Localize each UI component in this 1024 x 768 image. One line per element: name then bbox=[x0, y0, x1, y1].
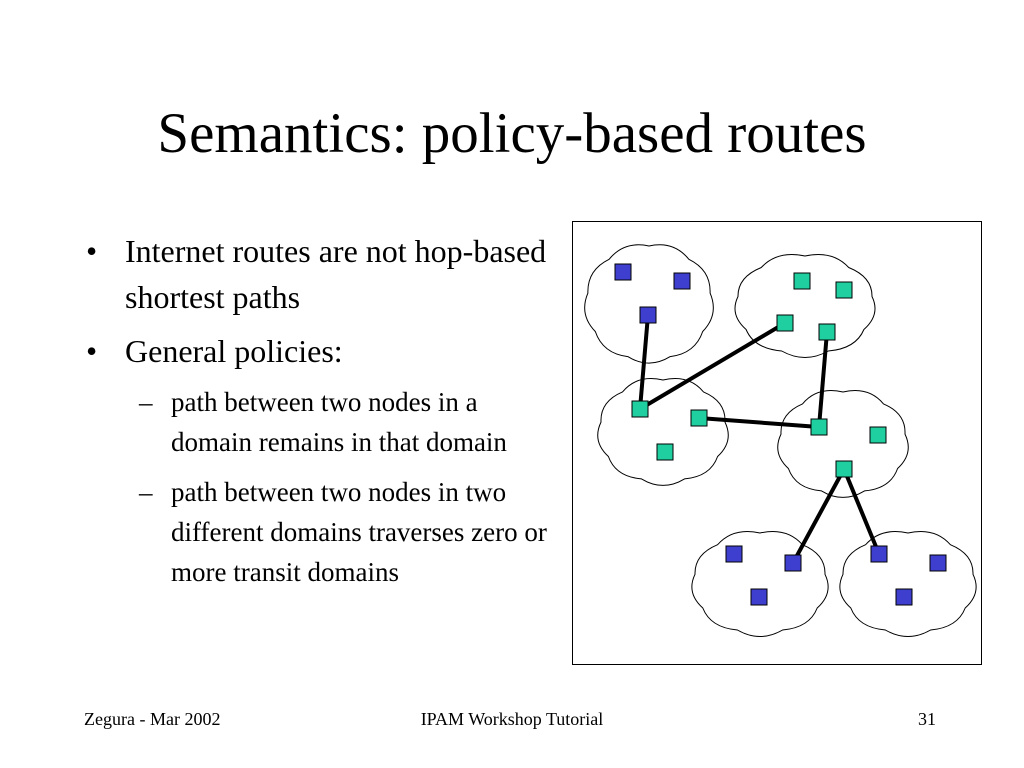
bullet-item: • Internet routes are not hop-based shor… bbox=[86, 228, 556, 320]
bullet-text: General policies: bbox=[125, 333, 343, 369]
diagram-frame bbox=[572, 221, 982, 665]
sub-bullet-marker: – bbox=[139, 477, 153, 507]
stub-node bbox=[784, 554, 802, 572]
stub-node bbox=[614, 263, 632, 281]
route-link bbox=[842, 467, 881, 556]
transit-node bbox=[818, 323, 836, 341]
transit-node bbox=[835, 460, 853, 478]
transit-node bbox=[656, 443, 674, 461]
stub-domain-2-cloud bbox=[691, 531, 829, 637]
footer-event: IPAM Workshop Tutorial bbox=[420, 709, 604, 729]
transit-node bbox=[810, 418, 828, 436]
sub-bullet-text: path between two nodes in two different … bbox=[171, 477, 547, 587]
sub-bullet-item: – path between two nodes in two differen… bbox=[86, 472, 556, 592]
stub-node bbox=[870, 545, 888, 563]
stub-node bbox=[929, 554, 947, 572]
stub-node bbox=[639, 306, 657, 324]
transit-domain-3-cloud bbox=[777, 390, 909, 498]
page-number: 31 bbox=[918, 709, 936, 729]
transit-node bbox=[869, 426, 887, 444]
transit-node bbox=[776, 314, 794, 332]
bullet-list: • Internet routes are not hop-based shor… bbox=[86, 228, 556, 602]
sub-bullet-item: – path between two nodes in a domain rem… bbox=[86, 382, 556, 462]
transit-node bbox=[793, 272, 811, 290]
transit-domain-2-cloud bbox=[597, 378, 729, 486]
route-link bbox=[817, 330, 829, 429]
route-link bbox=[638, 321, 787, 411]
stub-domain-3-cloud bbox=[839, 531, 977, 637]
route-link bbox=[638, 313, 650, 411]
sub-bullet-text: path between two nodes in a domain remai… bbox=[171, 387, 507, 457]
footer-author-date: Zegura - Mar 2002 bbox=[84, 709, 221, 729]
transit-domain-1-cloud bbox=[734, 254, 876, 358]
bullet-marker: • bbox=[86, 233, 98, 269]
stub-node bbox=[895, 588, 913, 606]
stub-node bbox=[750, 588, 768, 606]
slide-title: Semantics: policy-based routes bbox=[157, 102, 867, 165]
routing-domains-diagram bbox=[572, 221, 982, 665]
route-link bbox=[791, 467, 846, 565]
bullet-text: Internet routes are not hop-based shorte… bbox=[125, 233, 547, 315]
stub-node bbox=[673, 272, 691, 290]
stub-node bbox=[725, 545, 743, 563]
bullet-marker: • bbox=[86, 333, 98, 369]
transit-node bbox=[835, 281, 853, 299]
transit-node bbox=[690, 409, 708, 427]
route-link bbox=[697, 416, 821, 429]
transit-node bbox=[631, 400, 649, 418]
bullet-item: • General policies: bbox=[86, 328, 556, 374]
sub-bullet-list: – path between two nodes in a domain rem… bbox=[125, 382, 556, 592]
stub-domain-1-cloud bbox=[584, 244, 714, 364]
sub-bullet-marker: – bbox=[139, 387, 153, 417]
